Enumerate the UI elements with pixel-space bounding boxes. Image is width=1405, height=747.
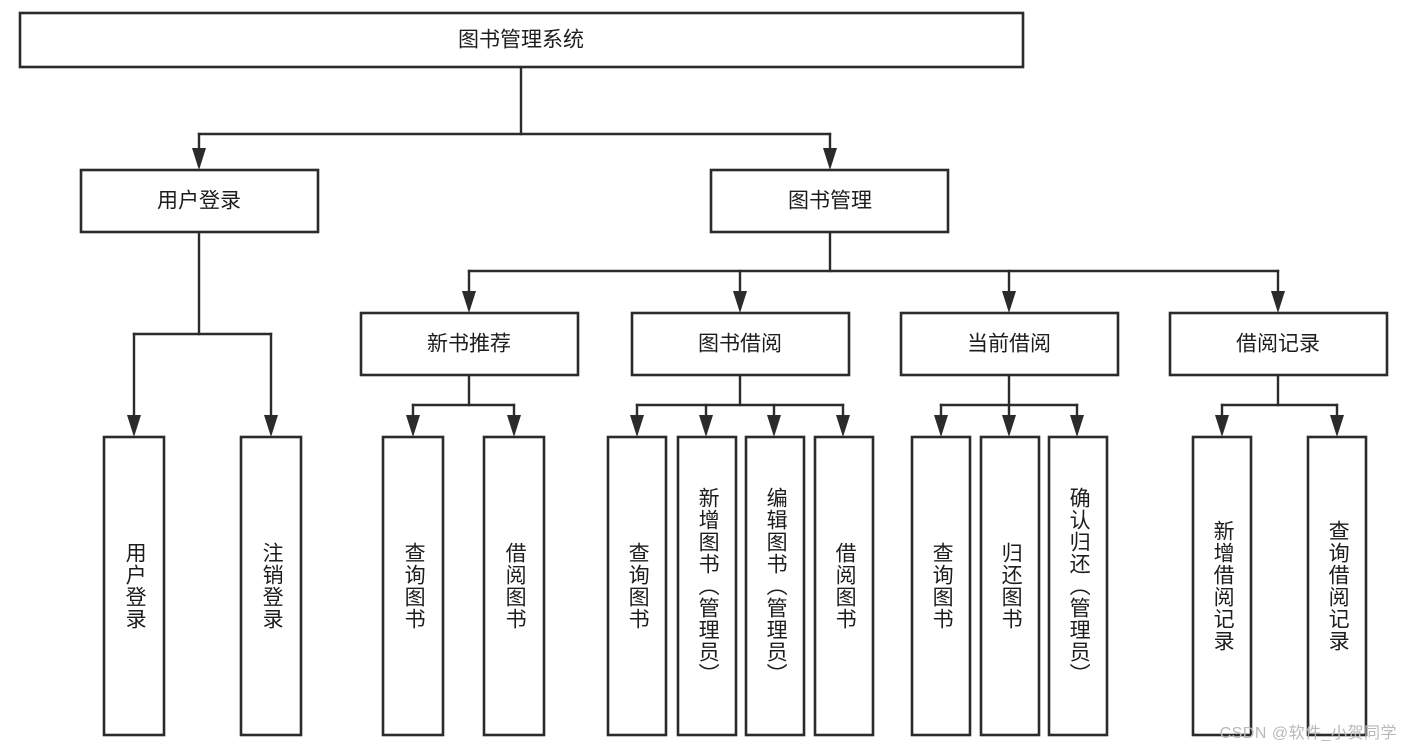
node-new-book-recommend-box[interactable]: [359, 311, 580, 377]
arrow-to-leaf-edit-book: [767, 415, 781, 437]
arrow-to-leaf-return-book: [1002, 415, 1016, 437]
edge-group-book-manage-to-level3: [462, 230, 1285, 313]
arrow-to-current-borrow: [1002, 291, 1016, 313]
node-book-manage-label: 图书管理: [788, 190, 872, 213]
node-user-login[interactable]: 用户登录: [79, 168, 320, 234]
arrow-to-leaf-query-record: [1330, 415, 1344, 437]
arrow-to-leaf-add-book: [699, 415, 713, 437]
leaf-group-book-borrow: [606, 435, 875, 737]
arrow-to-leaf-add-record: [1215, 415, 1229, 437]
arrow-to-leaf-borrow-book-2: [836, 415, 850, 437]
node-user-login-label: 用户登录: [157, 190, 241, 213]
arrow-to-leaf-user-login: [127, 415, 141, 437]
node-book-borrow-box[interactable]: [630, 311, 851, 377]
arrow-to-book-manage: [823, 148, 837, 170]
edge-group-user-login-to-leaves: [127, 230, 278, 437]
arrow-to-leaf-borrow-book-1: [507, 415, 521, 437]
node-root-label: 图书管理系统: [458, 29, 584, 52]
leaf-box-confirm-return[interactable]: [1047, 435, 1109, 737]
leaf-box-query-record[interactable]: [1306, 435, 1368, 737]
node-current-borrow[interactable]: 当前借阅: [899, 311, 1120, 377]
arrow-to-leaf-query-book-3: [934, 415, 948, 437]
edge-group-root-to-level2: [192, 65, 837, 170]
node-borrow-record-box[interactable]: [1168, 311, 1389, 377]
node-root-system[interactable]: 图书管理系统: [18, 11, 1025, 69]
arrow-to-user-login: [192, 148, 206, 170]
leaf-group-new-book-recommend: [381, 435, 546, 737]
leaf-box-return-book[interactable]: [979, 435, 1041, 737]
leaf-group-user-login: [102, 435, 303, 737]
node-book-borrow-label: 图书借阅: [698, 333, 782, 356]
edge-group-current-borrow-to-leaves: [934, 373, 1084, 437]
node-new-book-recommend-label: 新书推荐: [427, 333, 511, 356]
node-new-book-recommend[interactable]: 新书推荐: [359, 311, 580, 377]
leaf-box-add-record[interactable]: [1191, 435, 1253, 737]
node-book-borrow[interactable]: 图书借阅: [630, 311, 851, 377]
arrow-to-leaf-logout: [264, 415, 278, 437]
leaf-box-logout[interactable]: [239, 435, 303, 737]
edge-group-borrow-record-to-leaves: [1215, 373, 1344, 437]
leaf-box-query-book-2[interactable]: [606, 435, 668, 737]
leaf-box-add-book[interactable]: [676, 435, 738, 737]
leaf-box-query-book-1[interactable]: [381, 435, 445, 737]
leaf-group-borrow-record: [1191, 435, 1368, 737]
leaf-box-borrow-book-1[interactable]: [482, 435, 546, 737]
leaf-box-query-book-3[interactable]: [910, 435, 972, 737]
arrow-to-leaf-query-book-1: [406, 415, 420, 437]
edge-group-book-borrow-to-leaves: [630, 373, 850, 437]
arrow-to-leaf-confirm-return: [1070, 415, 1084, 437]
arrow-to-new-book-recommend: [462, 291, 476, 313]
leaf-box-user-login[interactable]: [102, 435, 166, 737]
leaf-group-current-borrow: [910, 435, 1109, 737]
leaf-box-edit-book[interactable]: [744, 435, 806, 737]
arrow-to-book-borrow: [733, 291, 747, 313]
leaf-box-borrow-book-2[interactable]: [813, 435, 875, 737]
node-root-box[interactable]: [18, 11, 1025, 69]
edge-group-new-book-to-leaves: [406, 373, 521, 437]
node-book-manage-box[interactable]: [709, 168, 950, 234]
node-current-borrow-label: 当前借阅: [967, 333, 1051, 356]
node-book-manage[interactable]: 图书管理: [709, 168, 950, 234]
node-borrow-record[interactable]: 借阅记录: [1168, 311, 1389, 377]
node-current-borrow-box[interactable]: [899, 311, 1120, 377]
watermark-text: CSDN @软件_小贺同学: [1219, 725, 1397, 742]
node-borrow-record-label: 借阅记录: [1236, 333, 1320, 356]
arrow-to-leaf-query-book-2: [630, 415, 644, 437]
node-user-login-box[interactable]: [79, 168, 320, 234]
arrow-to-borrow-record: [1271, 291, 1285, 313]
